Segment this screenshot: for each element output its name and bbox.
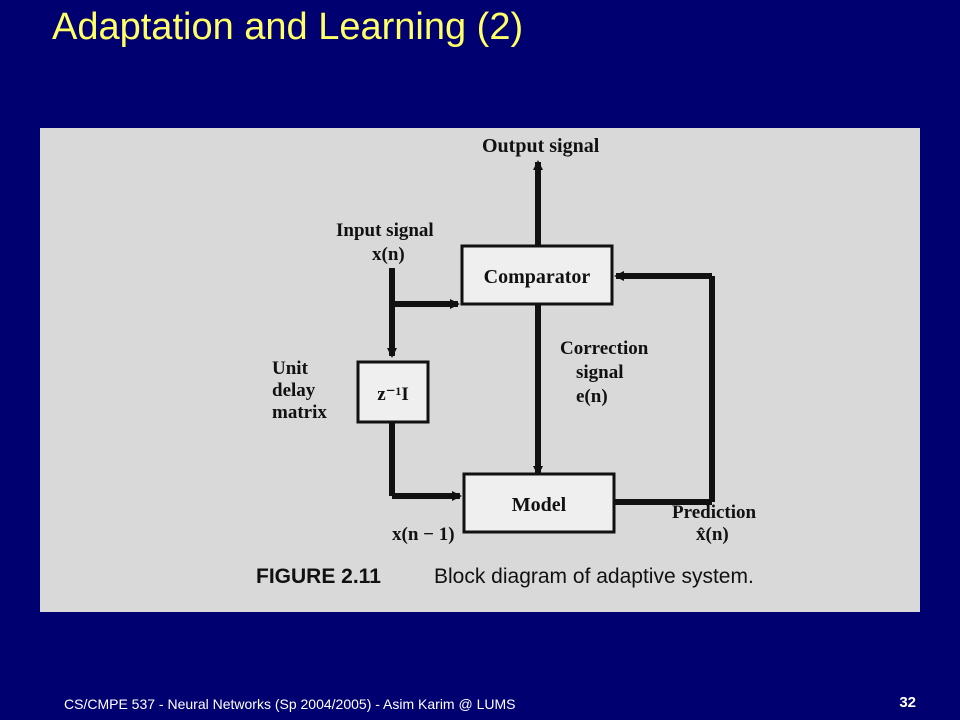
page-number: 32 (899, 694, 916, 711)
figure-caption-label: FIGURE 2.11 (256, 565, 381, 588)
input-signal-label: Input signal (336, 220, 434, 241)
slide-title: Adaptation and Learning (2) (52, 6, 524, 48)
model-block (462, 472, 616, 534)
correction-label-line1: Correction (560, 338, 649, 359)
model-label: Model (512, 494, 567, 516)
unit-delay-label-line1: Unit (272, 358, 309, 379)
delayed-variable: x(n − 1) (392, 524, 455, 545)
delay-operator: z⁻¹I (377, 384, 409, 405)
output-signal-label: Output signal (482, 135, 600, 157)
correction-label-line2: signal (576, 362, 624, 383)
input-variable: x(n) (372, 244, 405, 265)
comparator-label: Comparator (484, 266, 591, 288)
prediction-label: Prediction (672, 502, 757, 523)
comparator-block (460, 244, 614, 306)
unit-delay-label-line2: delay (272, 380, 316, 401)
prediction-variable: x̂(n) (696, 524, 729, 545)
scanned-figure: Output signal Input signal x(n) Comparat… (40, 128, 920, 612)
unit-delay-label-line3: matrix (272, 402, 327, 423)
figure-caption-text: Block diagram of adaptive system. (434, 565, 754, 588)
correction-variable: e(n) (576, 386, 608, 407)
adaptive-system-diagram: Output signal Input signal x(n) Comparat… (256, 135, 757, 588)
slide-footer: CS/CMPE 537 - Neural Networks (Sp 2004/2… (64, 696, 516, 712)
